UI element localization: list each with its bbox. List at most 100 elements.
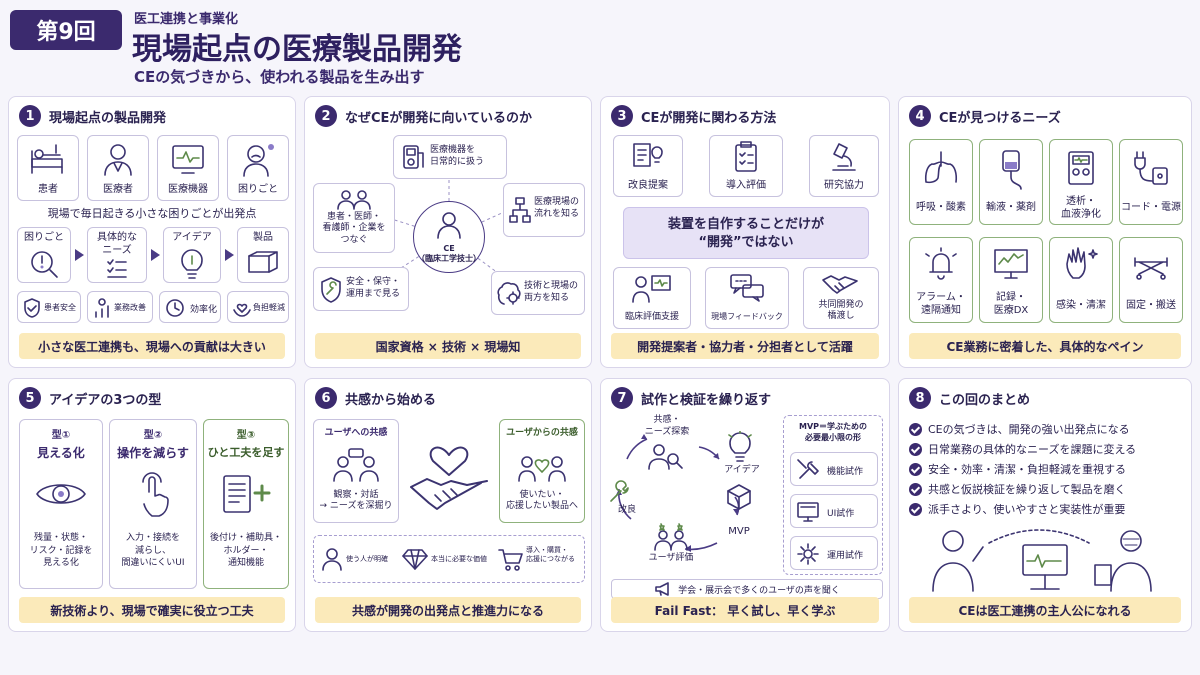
people-group-icon xyxy=(337,190,371,210)
person-monitor-icon xyxy=(632,275,671,303)
panel-title: この回のまとめ xyxy=(939,392,1031,408)
panel-number: 5 xyxy=(19,387,41,409)
mvp-definition: MVP＝学ぶための 必要最小限の形 機能試作 UI試作 運用試作 xyxy=(783,415,883,575)
chat-bubbles-icon xyxy=(730,274,764,302)
lightbulb-icon xyxy=(181,249,203,279)
idea-bulb-icon xyxy=(728,431,752,462)
panel-number: 1 xyxy=(19,105,41,127)
chip-burden-relief: 負担軽減 xyxy=(227,291,289,323)
hands-heart-icon xyxy=(233,303,251,317)
summary-point: 共感と仮説検証を繰り返して製品を磨く xyxy=(909,481,1126,497)
flow-arrow xyxy=(151,249,160,261)
cycle-mvp: MVP xyxy=(728,526,750,537)
chip-work-improvement: 業務改善 xyxy=(87,291,153,323)
clock-icon xyxy=(166,299,184,317)
bar-chart-icon xyxy=(95,298,109,318)
summary-point: 派手さより、使いやすさと実装性が重要 xyxy=(909,501,1125,517)
flow-product: 製品 xyxy=(237,227,289,283)
tap-finger-icon xyxy=(142,472,169,517)
ce-person-icon xyxy=(437,212,461,239)
stretcher-icon xyxy=(1134,257,1168,280)
conference-note: 学会・展示会で多くのユーザの声を聞く xyxy=(611,579,883,599)
panel-footer: CEは医工連携の主人公になれる xyxy=(909,597,1181,623)
panel-footer: CE業務に密着した、具体的なペイン xyxy=(909,333,1181,359)
method-research: 研究協力 xyxy=(809,135,879,197)
empathy-to-user: ユーザへの共感 観察・対話 → ニーズを深掘り xyxy=(313,419,399,523)
cycle-empathy: 共感・ ニーズ探索 xyxy=(644,415,690,437)
need-dialysis: 透析・ 血液浄化 xyxy=(1049,139,1113,225)
key-message: 装置を自作することだけが “開発”ではない xyxy=(623,207,869,259)
iv-bag-icon xyxy=(1002,150,1022,190)
mvp-operation-prototype: 運用試作 xyxy=(790,536,878,570)
summary-point: CEの気づきは、開発の強い出発点になる xyxy=(909,421,1130,437)
mvp-box-icon xyxy=(727,484,751,510)
ce-center: CE （臨床工学技士） xyxy=(413,201,485,273)
panel-title: CEが開発に関わる方法 xyxy=(641,110,777,126)
tools-icon xyxy=(797,459,819,479)
series-label: 医工連携と事業化 xyxy=(134,12,239,27)
panel-title: 共感から始める xyxy=(345,392,437,408)
chip-patient-safety: 患者安全 xyxy=(17,291,81,323)
need-infection: 感染・清潔 xyxy=(1049,237,1113,323)
item-safety-maintenance: 安全・保守・ 運用まで見る xyxy=(313,267,409,311)
improve-wrench-icon xyxy=(610,480,629,502)
card-medical-staff: 医療者 xyxy=(87,135,149,201)
type-visualize: 型① 見える化 残量・状態・ リスク・記録を 見える化 xyxy=(19,419,103,589)
user-icon xyxy=(322,548,342,571)
flow-arrow xyxy=(75,249,84,261)
chip-efficiency: 効率化 xyxy=(159,291,221,323)
brain-gear-icon xyxy=(497,282,521,305)
card-patient: 患者 xyxy=(17,135,79,201)
summary-point: 日常業務の具体的なニーズを課題に変える xyxy=(909,441,1136,457)
value-strip: 使う人が明確 本当に必要な価値 導入・購買・ 応援につながる xyxy=(313,535,585,583)
cart-icon xyxy=(498,549,523,571)
megaphone-icon xyxy=(655,582,669,596)
check-icon xyxy=(909,502,922,516)
check-icon xyxy=(909,422,922,436)
panel-number: 7 xyxy=(611,387,633,409)
diamond-icon xyxy=(402,549,428,570)
people-search-icon xyxy=(648,444,683,470)
dialogue-people-icon xyxy=(333,448,379,482)
panel-number: 3 xyxy=(611,105,633,127)
supporters-heart-icon xyxy=(518,456,566,482)
microscope-icon xyxy=(832,143,856,171)
panel-title: 試作と検証を繰り返す xyxy=(641,392,772,408)
shield-wrench-icon xyxy=(321,277,341,303)
need-respiratory: 呼吸・酸素 xyxy=(909,139,973,225)
item-knows-workflow: 医療現場の 流れを知る xyxy=(503,183,585,237)
handshake-icon xyxy=(822,275,858,294)
panel-footer: 新技術より、現場で確実に役立つ工夫 xyxy=(19,597,285,623)
eye-icon xyxy=(36,484,86,504)
panel-title: CEが見つけるニーズ xyxy=(939,110,1061,126)
clipboard-check-icon xyxy=(735,141,757,172)
flow-needs: 具体的な ニーズ xyxy=(87,227,147,283)
users-stars-icon xyxy=(654,523,688,551)
flowchart-icon xyxy=(509,197,531,223)
cycle-improve: 改良 xyxy=(617,505,636,515)
panel-number: 2 xyxy=(315,105,337,127)
item-connects-stakeholders: 患者・医師・ 看護師・企業を つなぐ xyxy=(313,183,395,253)
gear-icon xyxy=(797,543,819,565)
flow-idea: アイデア xyxy=(163,227,221,283)
panel-footer: 共感が開発の出発点と推進力になる xyxy=(315,597,581,623)
mvp-ui-prototype: UI試作 xyxy=(790,494,878,528)
method-joint-dev: 共同開発の 橋渡し xyxy=(803,267,879,329)
monitor-icon xyxy=(172,145,204,174)
doctor-icon xyxy=(104,144,132,176)
add-on-device-icon xyxy=(223,475,271,513)
patient-bed-icon xyxy=(31,144,63,174)
checklist-icon xyxy=(107,259,127,278)
exclamation-search-icon xyxy=(31,251,58,278)
product-box-icon xyxy=(248,251,278,273)
method-feedback: 現場フィードバック xyxy=(705,267,789,329)
empathy-from-user: ユーザからの共感 使いたい・ 応援したい製品へ xyxy=(499,419,585,523)
item-handles-devices: 医療機器を 日常的に扱う xyxy=(393,135,507,179)
need-power: コード・電源 xyxy=(1119,139,1183,225)
panel-footer: 開発提案者・協力者・分担者として活躍 xyxy=(611,333,879,359)
